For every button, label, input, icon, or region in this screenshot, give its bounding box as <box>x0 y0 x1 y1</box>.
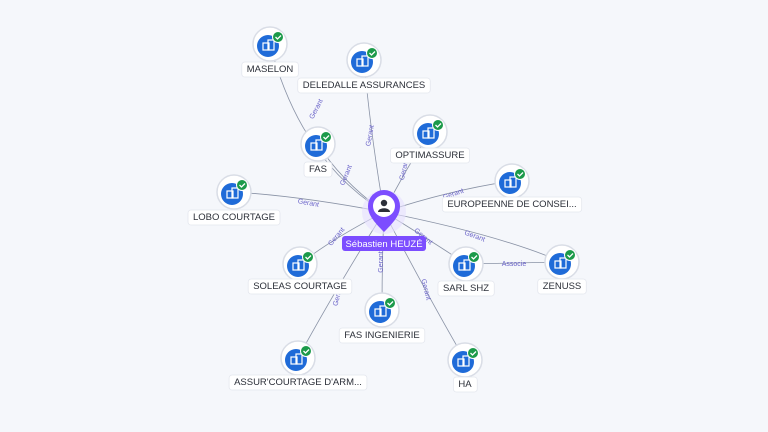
company-label-bg <box>247 278 353 295</box>
check-badge-icon <box>272 31 284 43</box>
building-icon <box>290 353 303 365</box>
edge-label-lobo: Gerant <box>297 198 319 209</box>
company-label-bg <box>241 61 299 78</box>
center-label: Sébastien HEUZÉ <box>345 239 422 250</box>
company-node-zenuss[interactable]: ZENUSS <box>537 244 587 295</box>
company-label-assur: ASSUR'COURTAGE D'ARM... <box>234 377 362 388</box>
building-icon <box>374 305 387 317</box>
company-node-maselon[interactable]: MASELON <box>241 26 299 78</box>
company-node-soleas[interactable]: SOLEAS COURTAGE <box>247 246 353 295</box>
company-label-bg <box>441 196 583 213</box>
company-label-europeenne: EUROPEENNE DE CONSEI... <box>447 199 576 210</box>
company-label-zenuss: ZENUSS <box>543 281 582 292</box>
company-label-bg <box>537 278 587 295</box>
company-node-fas[interactable]: FAS <box>300 126 336 178</box>
check-badge-icon <box>467 347 479 359</box>
company-node-assur[interactable]: ASSUR'COURTAGE D'ARM... <box>228 340 368 391</box>
company-label-bg <box>338 327 426 344</box>
company-label-soleas: SOLEAS COURTAGE <box>253 281 347 292</box>
edge-label-optimassure: Gerant <box>399 158 410 180</box>
building-icon <box>504 176 517 188</box>
check-badge-icon <box>432 119 444 131</box>
company-label-maselon: MASELON <box>247 64 294 75</box>
nodes-layer: MASELON DELEDALLE ASSURANCES FAS OPTIMASSUR… <box>187 26 587 393</box>
company-label-sarlshz: SARL SHZ <box>443 283 489 294</box>
check-badge-icon <box>236 179 248 191</box>
company-label-ha: HA <box>458 379 472 390</box>
building-icon <box>458 259 471 271</box>
company-node-optimassure[interactable]: OPTIMASSURE <box>390 114 470 164</box>
company-label-fasing: FAS INGENIERIE <box>344 330 420 341</box>
company-label-optimassure: OPTIMASSURE <box>395 150 464 161</box>
company-node-fasing[interactable]: FAS INGENIERIE <box>338 292 426 344</box>
company-label-bg <box>390 147 470 164</box>
company-node-europeenne[interactable]: EUROPEENNE DE CONSEI... <box>441 163 583 213</box>
building-icon <box>457 355 470 367</box>
company-label-bg <box>297 77 431 94</box>
check-badge-icon <box>564 249 576 261</box>
center-label-bg <box>342 236 426 251</box>
edge-label-fas: Gerant <box>339 164 354 187</box>
check-badge-icon <box>514 168 526 180</box>
edge-label-deledalle: Gerant <box>365 125 376 147</box>
company-label-bg <box>303 161 333 178</box>
person-icon <box>378 199 390 212</box>
center-node[interactable]: Sébastien HEUZÉ <box>342 190 426 251</box>
company-label-bg <box>187 209 281 226</box>
edge-label-fasing: Gerant <box>378 251 385 272</box>
building-icon <box>554 257 567 269</box>
edge-label-sarlshz-zenuss: Associe <box>502 261 527 268</box>
company-node-sarlshz[interactable]: SARL SHZ <box>437 246 495 297</box>
building-icon <box>356 55 369 67</box>
company-label-fas: FAS <box>309 164 327 175</box>
company-label-bg <box>437 280 495 297</box>
company-node-ha[interactable]: HA <box>447 342 483 393</box>
check-badge-icon <box>300 345 312 357</box>
check-badge-icon <box>302 251 314 263</box>
company-label-bg <box>228 374 368 391</box>
company-label-bg <box>452 376 478 393</box>
building-icon <box>310 139 323 151</box>
building-icon <box>262 39 275 51</box>
company-node-deledalle[interactable]: DELEDALLE ASSURANCES <box>297 42 431 94</box>
check-badge-icon <box>366 47 378 59</box>
edge-label-zenuss: Gerant <box>463 230 486 244</box>
building-icon <box>226 187 239 199</box>
check-badge-icon <box>320 131 332 143</box>
company-label-lobo: LOBO COURTAGE <box>193 212 275 223</box>
building-icon <box>422 127 435 139</box>
check-badge-icon <box>384 297 396 309</box>
edge-label-maselon: Gerant <box>309 98 325 120</box>
company-node-lobo[interactable]: LOBO COURTAGE <box>187 174 281 226</box>
edge-label-ha: Gerant <box>419 278 431 301</box>
company-label-deledalle: DELEDALLE ASSURANCES <box>303 80 426 91</box>
check-badge-icon <box>468 251 480 263</box>
building-icon <box>292 259 305 271</box>
